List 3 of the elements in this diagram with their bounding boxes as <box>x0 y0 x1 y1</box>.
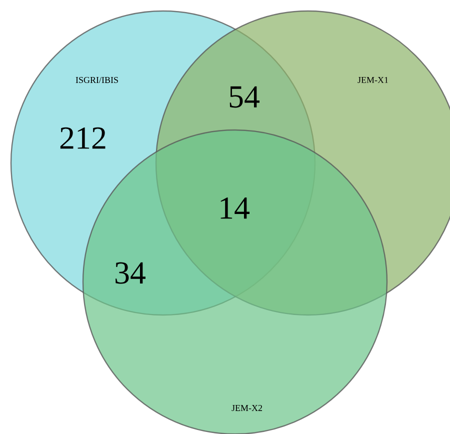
count-label: 34 <box>116 262 146 284</box>
count-label: 14 <box>220 197 250 219</box>
count-label: 54 <box>230 86 260 108</box>
